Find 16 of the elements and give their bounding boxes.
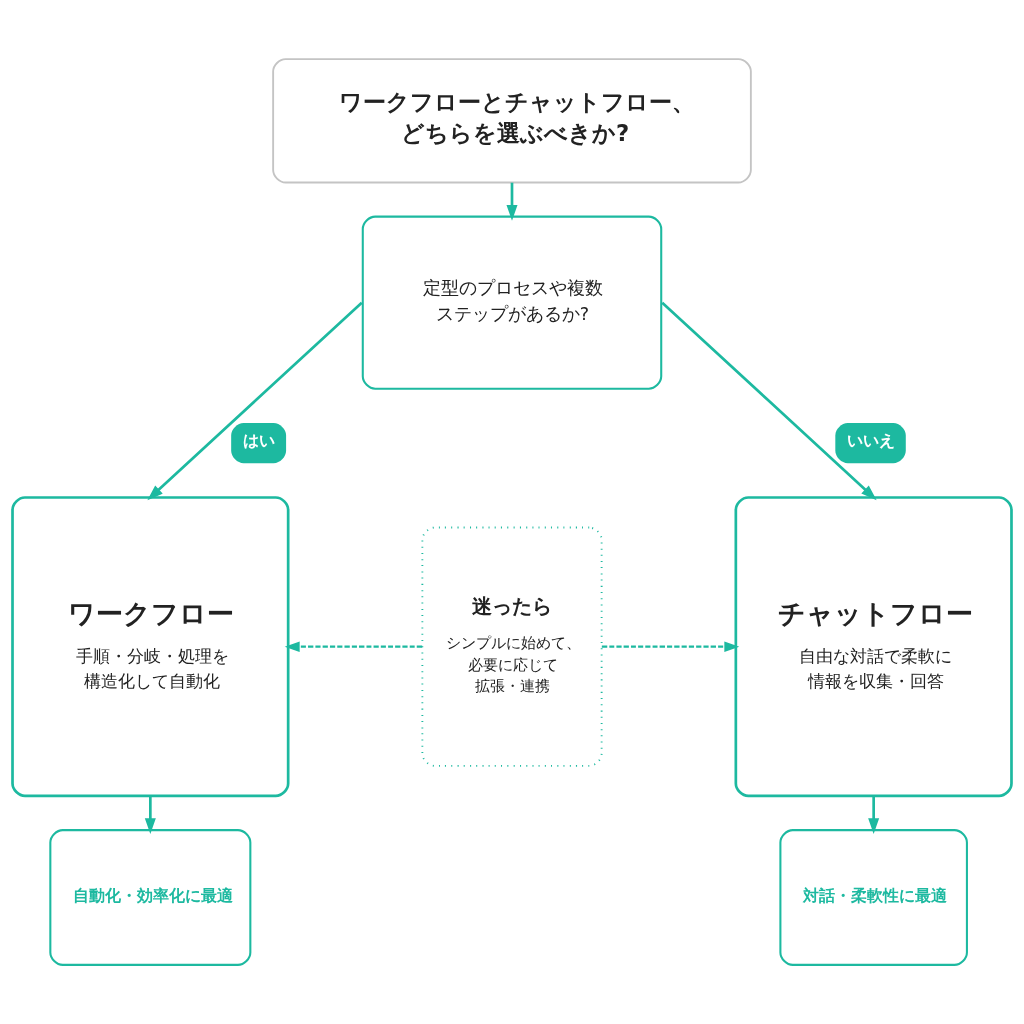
- arrow: [868, 796, 880, 835]
- edge-label: はい: [243, 432, 276, 451]
- node-box: ワークフローとチャットフロー、どちらを選ぶべきか?: [272, 58, 752, 184]
- arrow: [601, 641, 740, 652]
- arrow: [147, 301, 363, 501]
- node-box: 定型のプロセスや複数ステップがあるか?: [361, 215, 663, 390]
- node-box: 対話・柔軟性に最適: [779, 829, 968, 966]
- arrow: [506, 182, 518, 221]
- node-box: 自動化・効率化に最適: [49, 829, 252, 966]
- node-box: チャットフロー 自由な対話で柔軟に情報を収集・回答: [734, 496, 1013, 798]
- arrow: [284, 641, 423, 652]
- edge-label: いいえ: [846, 432, 895, 451]
- arrow: [661, 301, 877, 501]
- node-box: ワークフロー 手順・分岐・処理を構造化して自動化: [11, 496, 290, 798]
- node-box: 迷ったら シンプルに始めて、必要に応じて拡張・連携: [421, 526, 603, 767]
- arrow: [144, 796, 156, 835]
